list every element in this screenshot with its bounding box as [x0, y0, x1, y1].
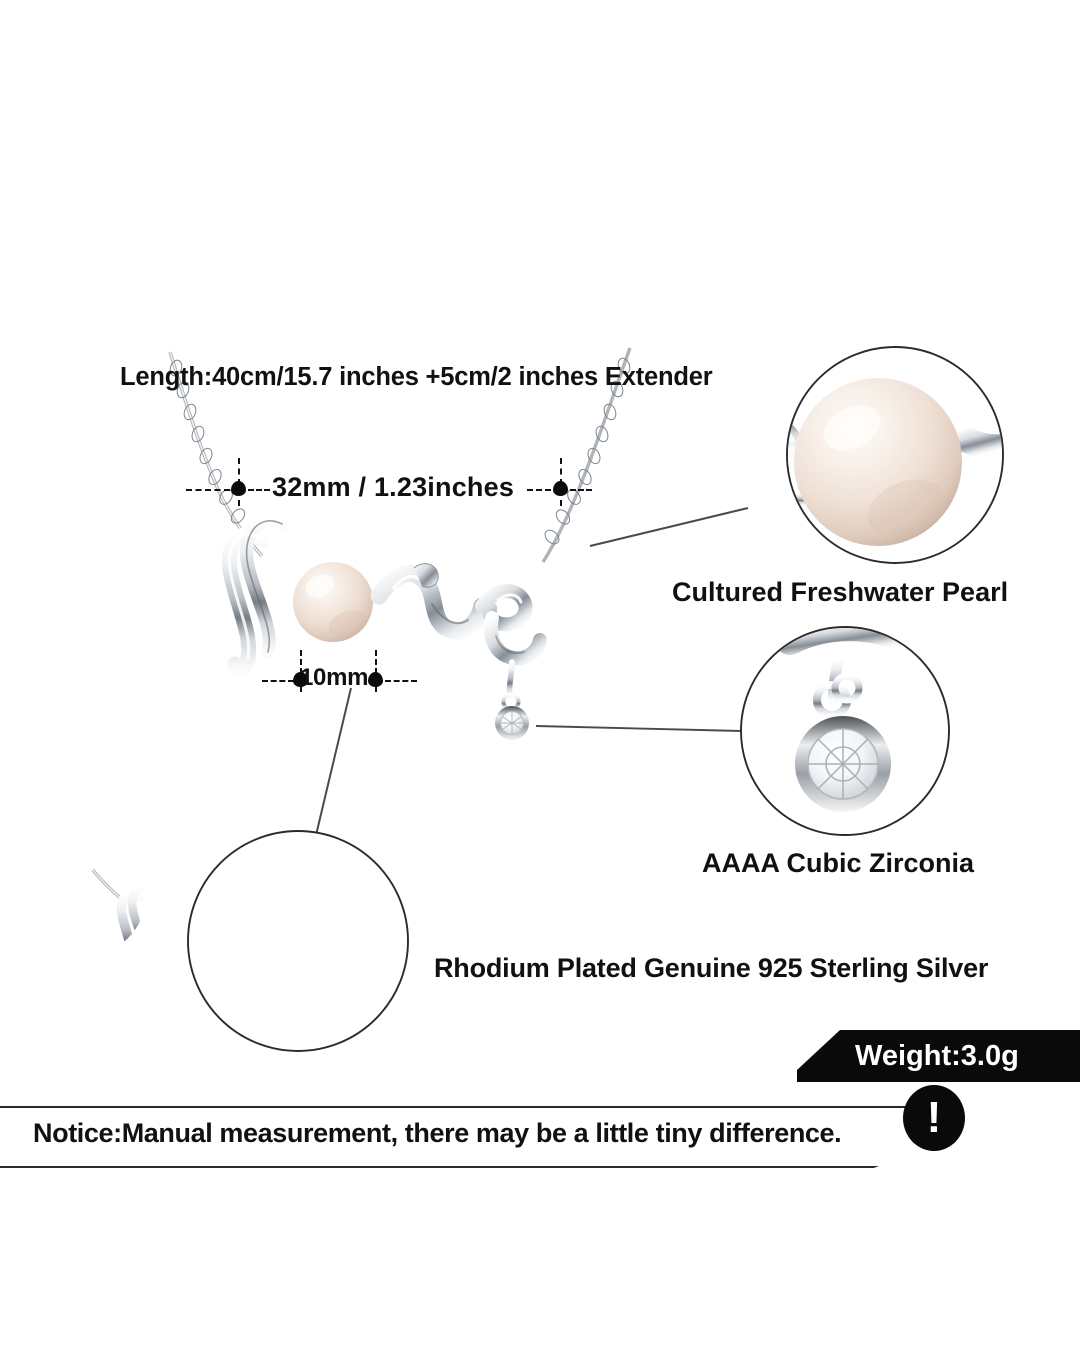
dim-10-tick-left — [300, 650, 302, 692]
feature-label-pearl: Cultured Freshwater Pearl — [672, 577, 1009, 607]
dim-10-tick-right — [375, 650, 377, 692]
leader-lines — [311, 506, 749, 853]
dim-10-dot-right — [368, 672, 383, 687]
dim-10-dot-left — [293, 672, 308, 687]
zoom-circle-pearl — [786, 346, 1004, 564]
length-label: Length:40cm/15.7 inches +5cm/2 inches Ex… — [120, 363, 713, 391]
dim-10-dash-right — [385, 680, 417, 682]
leader-to-cz-circle — [535, 725, 743, 732]
dim-32-dash-right — [527, 489, 551, 491]
chain-right-texture — [544, 357, 631, 545]
pendant-cz-charm — [495, 659, 529, 740]
pendant-letter-l — [221, 514, 289, 677]
pendant-width-label: 32mm / 1.23inches — [272, 472, 515, 502]
feature-label-cz: AAAA Cubic Zirconia — [702, 848, 975, 878]
love-pendant — [221, 514, 547, 740]
leader-to-overview-circle — [311, 687, 352, 853]
dim-32-dot-right — [553, 481, 568, 496]
notice-bar — [0, 1106, 938, 1168]
warning-icon: ! — [903, 1085, 965, 1151]
pearl-size-label: 10mm — [300, 664, 369, 691]
zoom-circle-overview — [91, 830, 409, 1052]
dim-32-dash-left-inner — [248, 489, 270, 491]
dim-32-dot-left — [231, 481, 246, 496]
notice-text: Notice:Manual measurement, there may be … — [33, 1118, 842, 1148]
pendant-letter-v — [370, 563, 491, 640]
pendant-pearl — [293, 562, 373, 642]
leader-to-pearl-circle — [589, 506, 749, 548]
dim-32-dash-left — [186, 489, 230, 491]
dim-32-dash-right-outer — [570, 489, 592, 491]
weight-badge: Weight:3.0g — [797, 1030, 1080, 1082]
zoom-circle-cz — [740, 626, 950, 836]
feature-label-silver: Rhodium Plated Genuine 925 Sterling Silv… — [434, 953, 989, 983]
pendant-letter-e — [475, 584, 547, 666]
warning-glyph: ! — [926, 1093, 942, 1142]
dim-10-dash-left — [262, 680, 294, 682]
